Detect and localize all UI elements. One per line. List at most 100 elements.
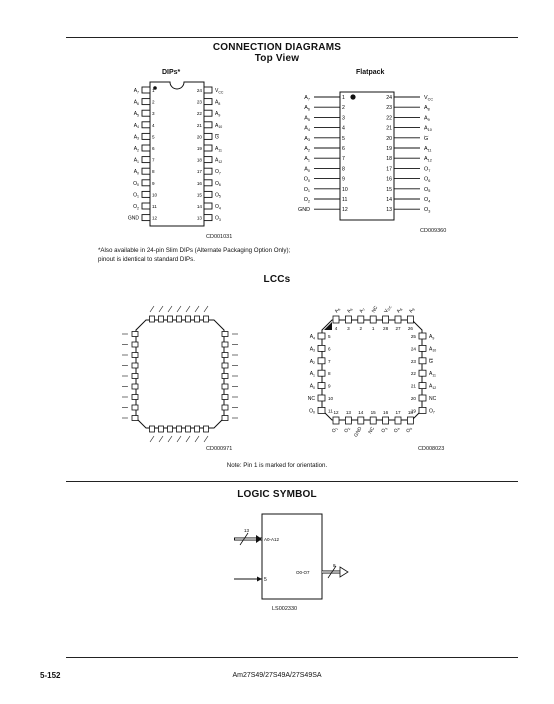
lcc-left-pad <box>131 362 139 369</box>
lcc-right-bottom-label: O1 <box>331 427 339 434</box>
flatpack-pin-number: 23 <box>386 105 392 111</box>
lcc-right-pad <box>418 394 427 402</box>
logic-title: LOGIC SYMBOL <box>237 489 317 500</box>
lcc-right-body <box>321 319 423 421</box>
dip-pin <box>141 144 151 152</box>
lcc-left-pad <box>194 315 200 323</box>
lcc-right-pin-name: A11 <box>429 371 436 377</box>
lcc-right-pin-number: 21 <box>411 384 417 389</box>
pin1-dot-icon <box>350 94 356 100</box>
lcc-left-pad <box>131 415 139 421</box>
flatpack-pin-name: GND <box>298 207 310 213</box>
dip-pin <box>203 98 213 106</box>
lcc-right-pin-name: A3 <box>310 346 315 352</box>
lcc-right-pad <box>394 416 402 425</box>
lcc-right-pin-name: NC <box>371 305 380 314</box>
page-subtitle: Top View <box>254 53 300 64</box>
lcc-right-pad <box>357 416 365 425</box>
lcc-right-pin-name: A8 <box>396 306 404 314</box>
lcc-right-pin-number: 12 <box>333 410 339 415</box>
flatpack-pin-name: O7 <box>424 166 430 172</box>
output-bus-arrow <box>339 566 349 578</box>
lcc-right-top-label: A9 <box>408 308 416 314</box>
dip-pin <box>141 132 151 140</box>
lcc-right-bottom-label: O2 <box>343 426 351 434</box>
lcc-left-pad <box>221 352 229 358</box>
lcc-left-body <box>135 319 225 429</box>
enable-pin: 5 <box>264 577 267 583</box>
dip-pin <box>141 202 151 210</box>
lcc-left-pad <box>176 315 182 323</box>
lcc-left-tick <box>185 305 191 313</box>
dip-pin-name: A2 <box>134 146 139 152</box>
lcc-right-pin-number: 10 <box>328 396 334 401</box>
dip-pin-name: A8 <box>215 100 220 106</box>
dip-pin-name: O6 <box>215 181 221 187</box>
dip-pin-name: A4 <box>134 123 139 129</box>
flatpack-pin-number: 14 <box>386 197 392 203</box>
lcc-right-top-label: A5 <box>334 308 342 314</box>
dip-pin <box>203 179 213 187</box>
flatpack-pin-name: A10 <box>424 126 432 132</box>
dip-pin-name: A12 <box>215 158 222 164</box>
dip-pin-number: 2 <box>152 100 155 105</box>
flatpack-pin-number: 12 <box>342 207 348 213</box>
flatpack-code: CD009360 <box>420 228 447 234</box>
flatpack-pin-name: A1 <box>304 156 310 162</box>
lcc-left-pad <box>221 415 229 421</box>
lcc-left-tick <box>185 435 191 443</box>
dip-code: CD001031 <box>206 234 233 240</box>
lcc-right-code: CD008023 <box>418 446 445 452</box>
flatpack-pin-name: O0 <box>304 177 310 183</box>
lcc-right-pin-number: 14 <box>358 410 364 415</box>
flatpack-pin-number: 5 <box>342 136 345 142</box>
dip-pin-name: O7 <box>215 169 221 175</box>
lcc-right-pad <box>369 416 377 425</box>
lcc-right-pin-number: 26 <box>408 326 414 331</box>
lcc-right-pad <box>418 345 427 352</box>
lcc-right-pad <box>418 382 427 389</box>
dip-pin-number: 3 <box>152 111 155 116</box>
lcc-right-pad <box>345 416 352 425</box>
flatpack-pin-name: A12 <box>424 156 432 162</box>
lcc-left-tick <box>167 435 173 443</box>
lcc-left-pad <box>221 331 229 337</box>
flatpack-pin-name: A9 <box>424 115 430 121</box>
lcc-left-tick <box>203 305 209 313</box>
lcc-right-pin-number: 17 <box>395 410 401 415</box>
dip-pin-number: 23 <box>197 100 203 105</box>
flatpack-pin-name: A0 <box>304 166 310 172</box>
lcc-right-pin-number: 20 <box>411 396 417 401</box>
lcc-left-pad <box>167 425 173 433</box>
dip-pin-name: A6 <box>134 100 139 106</box>
lcc-right-pin-name: A6 <box>346 306 354 314</box>
lcc-right-pad <box>317 345 326 352</box>
lcc-right-top-label: A8 <box>396 306 404 314</box>
flatpack-pin-name: O2 <box>304 197 310 203</box>
flatpack-pin-number: 11 <box>342 197 347 203</box>
flatpack-pin-name: G <box>424 136 428 142</box>
lcc-right-pin-name: A4 <box>310 334 315 340</box>
flatpack-pin-number: 15 <box>386 187 392 193</box>
lcc-right-pad <box>418 407 427 414</box>
lcc-right-pin-number: 1 <box>372 326 375 331</box>
flatpack-pin-name: O4 <box>424 197 430 203</box>
lcc-right-diagram: 4A53A62A71NC28VCC27A826A912O113O214GND15… <box>308 305 437 439</box>
dip-pin-number: 19 <box>197 146 203 151</box>
dip-pin-number: 10 <box>152 192 158 197</box>
dip-pin <box>203 86 213 94</box>
lcc-right-pin-number: 28 <box>383 326 389 331</box>
lcc-left-tick <box>167 305 173 313</box>
lcc-right-pin-number: 9 <box>328 384 331 389</box>
lcc-left-tick <box>203 435 209 443</box>
flatpack-pin-number: 22 <box>386 115 392 121</box>
lcc-left-pad <box>167 315 173 323</box>
lcc-left-pad <box>149 315 155 323</box>
dip-pin <box>203 167 213 175</box>
lcc-right-pin-name: A12 <box>429 384 436 390</box>
lcc-right-pin-name: O2 <box>343 426 351 434</box>
dip-pin <box>141 86 151 94</box>
dip-pin-number: 13 <box>197 216 203 221</box>
logic-code: LS002330 <box>272 606 298 612</box>
lcc-right-bottom-label: NC <box>367 426 376 435</box>
